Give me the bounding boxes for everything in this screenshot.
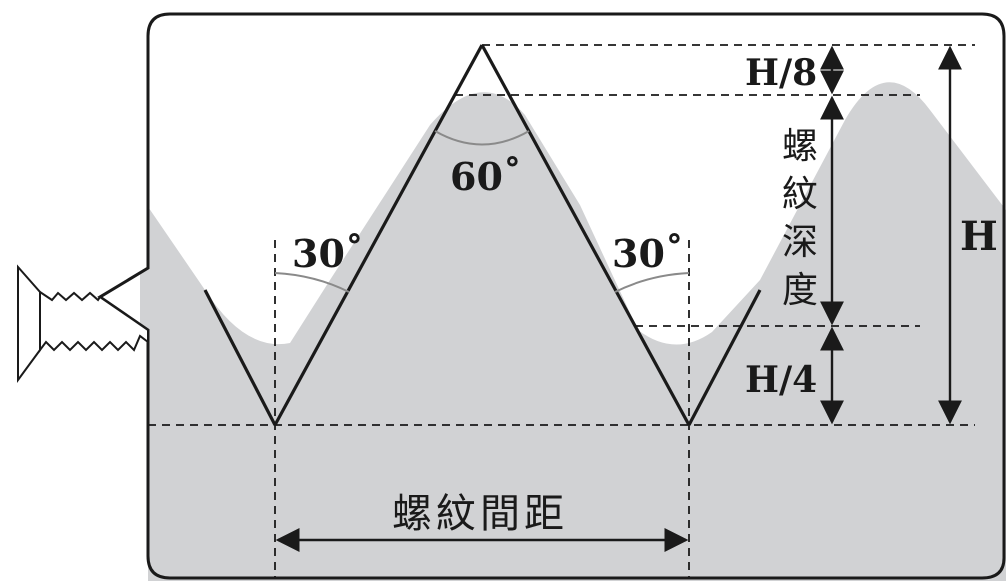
thread-depth-label: 螺 紋 深 度 xyxy=(782,126,818,311)
frame-outline xyxy=(97,12,1006,580)
apex-angle-label: 60˚ xyxy=(450,154,522,199)
sharp-v-profile xyxy=(203,44,762,426)
screw-callout-icon xyxy=(17,264,149,384)
thread-depth-char: 紋 xyxy=(782,174,818,215)
flank-angle-left-label: 30˚ xyxy=(292,231,364,276)
thread-depth-char: 度 xyxy=(782,270,818,311)
flank-angle-right-label: 30˚ xyxy=(612,231,684,276)
h-over-4-label: H/4 xyxy=(745,359,817,401)
h-total-label: H xyxy=(960,213,998,260)
thread-depth-char: 深 xyxy=(782,222,818,263)
thread-depth-char: 螺 xyxy=(782,126,818,167)
angle-arcs xyxy=(274,130,690,293)
thread-pitch-label: 螺紋間距 xyxy=(392,491,568,537)
gray-fill xyxy=(140,82,1006,581)
dimension-arrows xyxy=(275,45,962,552)
h-over-8-label: H/8 xyxy=(745,52,817,94)
material-region xyxy=(140,82,1006,581)
reference-lines xyxy=(148,44,975,578)
